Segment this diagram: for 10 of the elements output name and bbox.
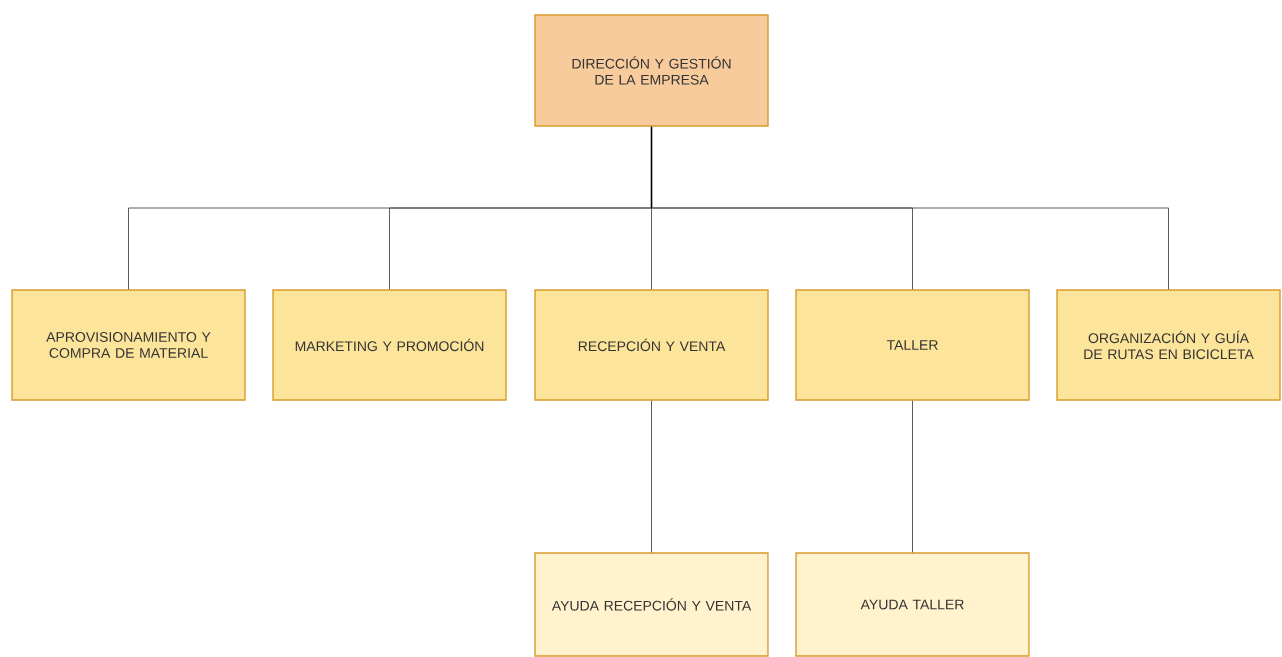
connector-line <box>651 400 652 553</box>
org-box: AYUDA TALLER <box>795 552 1030 657</box>
org-box: RECEPCIÓN Y VENTA <box>534 289 769 401</box>
org-box: MARKETING Y PROMOCIÓN <box>272 289 507 401</box>
org-box: TALLER <box>795 289 1030 401</box>
org-box: ORGANIZACIÓN Y GUÍA DE RUTAS EN BICICLETA <box>1056 289 1281 401</box>
org-box: AYUDA RECEPCIÓN Y VENTA <box>534 552 769 657</box>
org-box: DIRECCIÓN Y GESTIÓN DE LA EMPRESA <box>534 14 769 127</box>
connector-line <box>912 400 913 553</box>
org-box: APROVISIONAMIENTO Y COMPRA DE MATERIAL <box>11 289 246 401</box>
